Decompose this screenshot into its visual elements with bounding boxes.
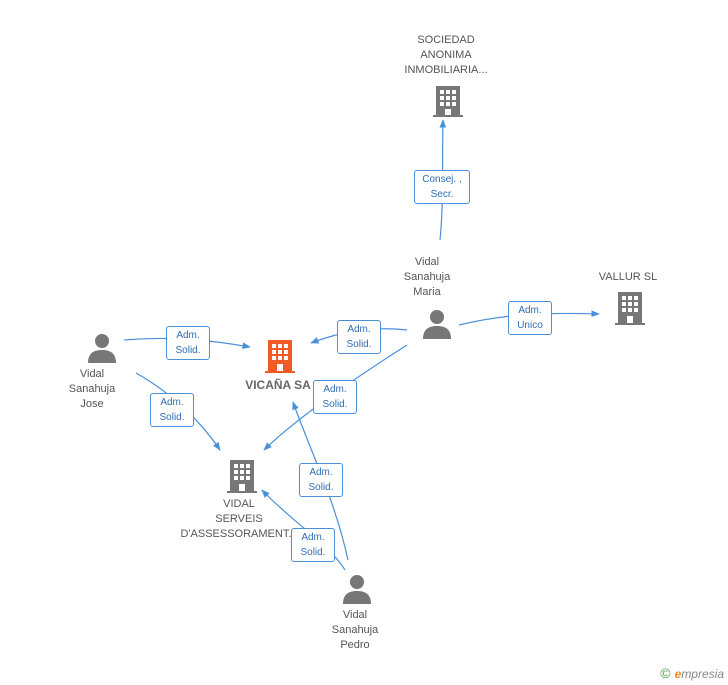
person-icon[interactable] (86, 332, 118, 364)
footer-brand: ©empresia (660, 665, 724, 681)
building-icon-main[interactable] (264, 338, 296, 374)
node-label-maria[interactable]: Vidal Sanahuja Maria (403, 256, 451, 298)
relation-label-maria-vicana[interactable]: Adm. Solid. (337, 320, 381, 354)
node-label-jose[interactable]: Vidal Sanahuja Jose (68, 368, 116, 410)
relation-label-pedro-vicana[interactable]: Adm. Solid. (299, 463, 343, 497)
node-label-pedro[interactable]: Vidal Sanahuja Pedro (331, 609, 379, 651)
relation-label-jose-vicana[interactable]: Adm. Solid. (166, 326, 210, 360)
building-icon[interactable] (614, 290, 646, 326)
node-label-vidal-serveis[interactable]: VIDAL SERVEIS D'ASSESSORAMENT... (180, 498, 298, 540)
building-icon[interactable] (226, 458, 258, 494)
relation-label-maria-sociedad[interactable]: Consej. , Secr. (414, 170, 470, 204)
person-icon[interactable] (341, 573, 373, 605)
relation-label-maria-vallur[interactable]: Adm. Unico (508, 301, 552, 335)
brand-logo-e: e (674, 667, 682, 681)
node-label-vallur[interactable]: VALLUR SL (598, 271, 658, 283)
person-icon[interactable] (421, 308, 453, 340)
relation-label-pedro-serveis[interactable]: Adm. Solid. (291, 528, 335, 562)
relation-label-jose-serveis[interactable]: Adm. Solid. (150, 393, 194, 427)
building-icon[interactable] (432, 84, 464, 118)
node-label-sociedad[interactable]: SOCIEDAD ANONIMA INMOBILIARIA... (404, 34, 488, 76)
brand-name: mpresia (681, 667, 724, 681)
node-label-vicana[interactable]: VICAÑA SA (245, 378, 311, 392)
copyright-icon: © (660, 665, 671, 681)
relation-label-maria-serveis[interactable]: Adm. Solid. (313, 380, 357, 414)
